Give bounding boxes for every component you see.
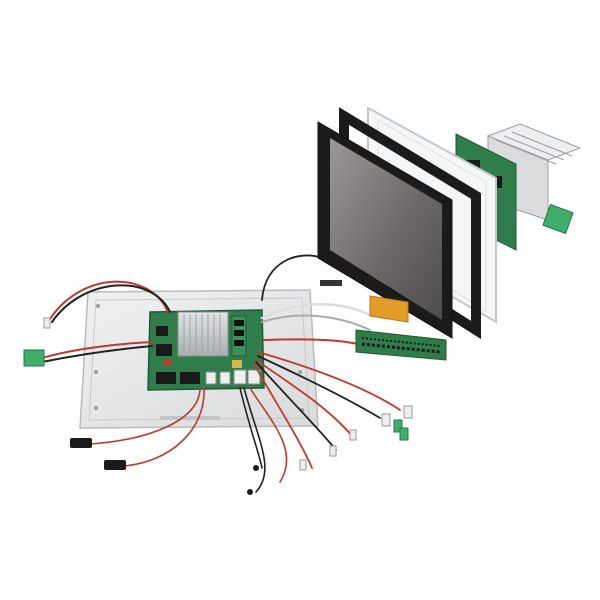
usb-port <box>219 371 231 385</box>
lan-port <box>233 369 247 385</box>
terminal-block <box>23 349 45 367</box>
cable-connectors <box>23 280 413 495</box>
speaker <box>104 460 126 470</box>
touch-controller-board <box>355 295 447 361</box>
com-port <box>180 372 200 384</box>
motherboard <box>147 309 265 391</box>
com-port <box>156 372 176 384</box>
lan-port <box>247 369 261 385</box>
usb-port <box>205 371 217 385</box>
lcd-panel <box>317 121 453 339</box>
io-board <box>542 203 574 235</box>
cable-bundle <box>41 254 401 493</box>
speaker <box>70 438 92 448</box>
cpu-heatsink <box>177 311 229 357</box>
